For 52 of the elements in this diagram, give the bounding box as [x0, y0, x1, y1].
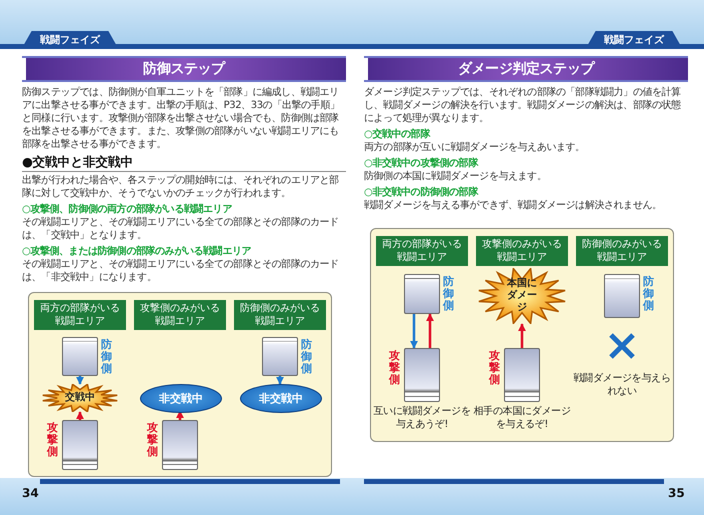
body-text: その戦闘エリアと、その戦闘エリアにいる全ての部隊とその部隊のカードは、「交戦中」となります。 — [22, 216, 340, 242]
arrow — [176, 410, 184, 420]
area-header: 防御側のみがいる戦闘エリア — [234, 300, 326, 330]
section-heading: ●交戦中と非交戦中 — [22, 154, 346, 172]
body-text: ダメージ判定ステップでは、それぞれの部隊の「部隊戦闘力」の値を計算し、戦闘ダメージの解決を行います。戦闘ダメージの解決は、部隊の状態によって処理が異なります。 — [364, 86, 682, 125]
side-label: 攻撃側 — [489, 350, 500, 386]
body-text: 防御ステップでは、防御側が自軍ユニットを「部隊」に編成し、戦闘エリアに出撃させる事ができます。出撃の手順は、P32、33の「出撃の手順」と同様に行います。攻撃側が部隊を出撃させない場合でも、防御側は部隊を出撃させる事ができます。また、攻撃側の部隊がいない戦闘エリアにも部隊を出撃させる事ができます。 — [22, 86, 340, 151]
side-label: 攻撃側 — [389, 350, 400, 386]
side-label: 防御側 — [443, 276, 454, 312]
body-text: 戦闘ダメージを与える事ができず、戦闘ダメージは解決されません。 — [364, 199, 663, 212]
body-text: 防御側の本国に戦闘ダメージを与えます。 — [364, 170, 548, 183]
unit-card — [604, 274, 640, 318]
caption: 相手の本国にダメージを与えるぞ! — [473, 405, 571, 431]
unit-card — [504, 348, 540, 402]
arrow — [410, 314, 418, 349]
side-label: 防御側 — [101, 339, 112, 376]
page-number: 35 — [668, 486, 685, 500]
page-number: 34 — [22, 486, 39, 500]
starburst: 交戦中 — [42, 384, 118, 412]
unit-card — [404, 348, 440, 402]
unit-card — [62, 420, 98, 470]
unit-card — [62, 337, 98, 376]
subheading: ○非交戦中の防御側の部隊 — [364, 186, 480, 199]
arrow — [276, 376, 284, 385]
unit-card — [262, 337, 298, 376]
subheading: ○攻撃側、防御側の両方の部隊がいる戦闘エリア — [22, 203, 233, 216]
arrow — [76, 411, 84, 420]
area-header: 両方の部隊がいる戦闘エリア — [34, 300, 126, 330]
caption: 戦闘ダメージを与えられない — [573, 372, 671, 398]
area-header: 防御側のみがいる戦闘エリア — [576, 236, 668, 266]
body-text: 出撃が行われた場合や、各ステップの開始時には、それぞれのエリアと部隊に対して交戦中か、そうでないかのチェックが行われます。 — [22, 174, 340, 200]
arrow — [76, 376, 84, 385]
side-label: 攻撃側 — [147, 422, 158, 458]
subheading: ○交戦中の部隊 — [364, 128, 432, 141]
step-title-bar: 防御ステップ — [22, 56, 346, 82]
unit-card — [162, 420, 198, 470]
area-header: 攻撃側のみがいる戦闘エリア — [476, 236, 568, 266]
side-label: 攻撃側 — [47, 422, 58, 458]
unit-card — [404, 274, 440, 314]
body-text: 両方の部隊が互いに戦闘ダメージを与えあいます。 — [364, 141, 586, 154]
step-title-bar: ダメージ判定ステップ — [364, 56, 688, 82]
caption: 互いに戦闘ダメージを与えあうぞ! — [373, 405, 471, 431]
subheading: ○攻撃側、または防御側の部隊のみがいる戦闘エリア — [22, 245, 252, 258]
subheading: ○非交戦中の攻撃側の部隊 — [364, 157, 480, 170]
area-header: 攻撃側のみがいる戦闘エリア — [134, 300, 226, 330]
starburst: 本国にダメージ — [478, 268, 566, 324]
arrow — [426, 313, 434, 348]
side-label: 防御側 — [643, 276, 654, 312]
body-text: その戦闘エリアと、その戦闘エリアにいる全ての部隊とその部隊のカードは、「非交戦中」になります。 — [22, 258, 340, 284]
arrow — [518, 323, 526, 348]
area-header: 両方の部隊がいる戦闘エリア — [376, 236, 468, 266]
side-label: 防御側 — [301, 339, 312, 376]
